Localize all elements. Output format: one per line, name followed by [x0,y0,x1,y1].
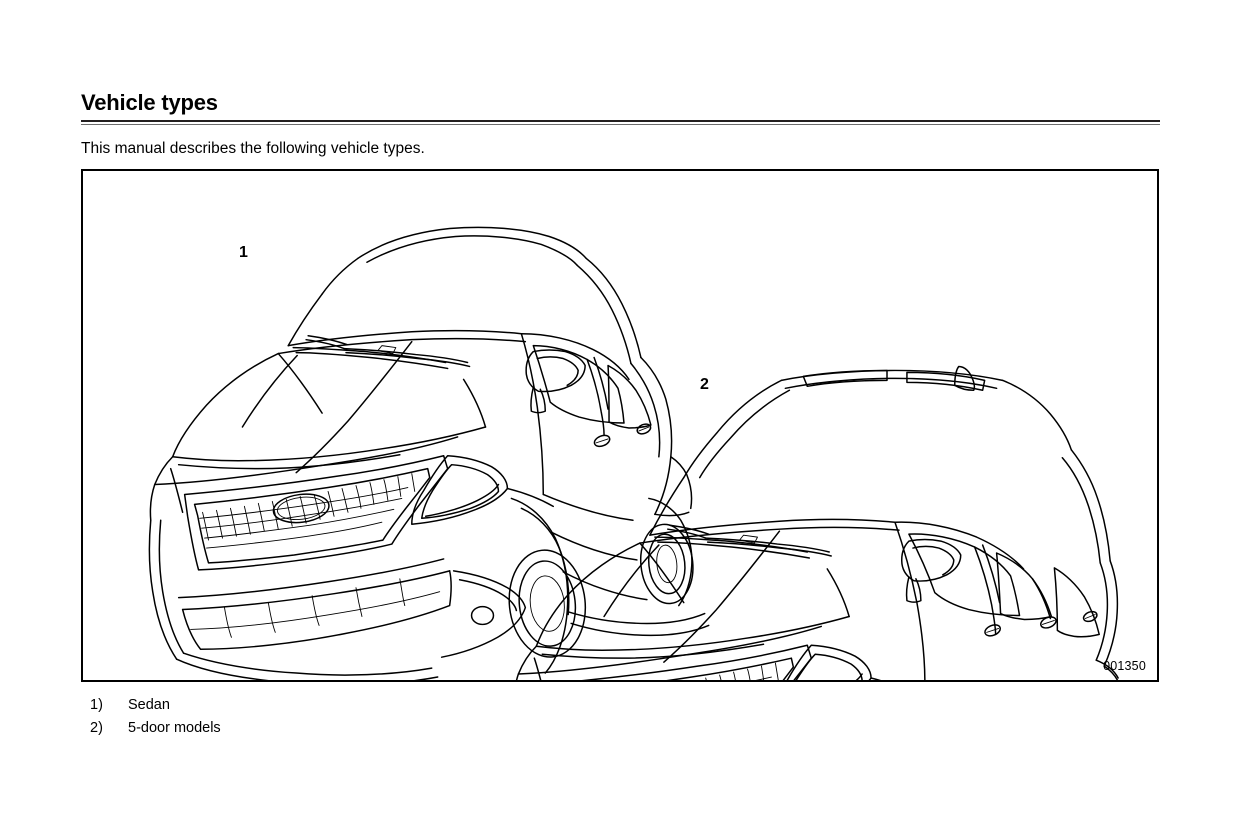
legend-item-2: 2) 5-door models [81,717,681,740]
legend-label-1: Sedan [128,697,170,713]
legend-label-2: 5-door models [128,720,221,736]
legend-number-2: 2) [90,720,103,736]
five-door-illustration [515,365,1119,680]
figure-code: 001350 [1103,659,1146,673]
heading-divider-secondary [81,124,1160,125]
intro-paragraph: This manual describes the following vehi… [81,140,425,157]
page-title: Vehicle types [81,90,218,115]
heading-divider [81,120,1160,122]
vehicle-illustrations-svg [148,226,1119,680]
callout-number-1: 1 [239,244,248,261]
illustration-box: 001350 [81,169,1159,682]
callout-number-2: 2 [700,376,709,393]
sedan-illustration [148,226,710,680]
legend-item-1: 1) Sedan [81,694,681,717]
legend-number-1: 1) [90,697,103,713]
figure-legend: 1) Sedan 2) 5-door models [81,694,681,740]
